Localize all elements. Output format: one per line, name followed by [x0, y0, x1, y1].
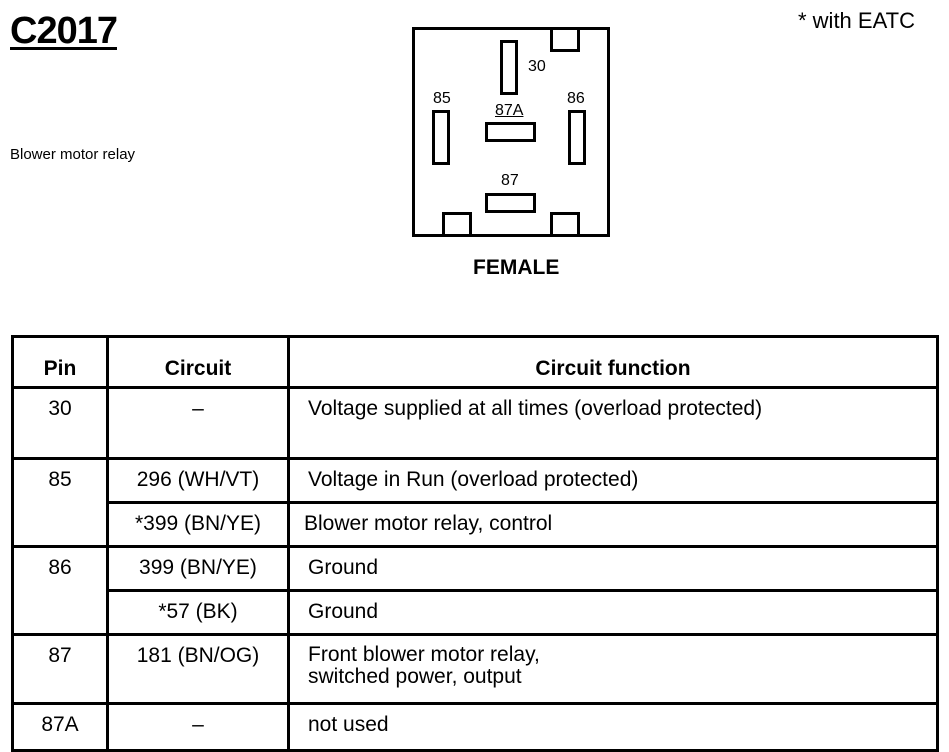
table-row: 30 – Voltage supplied at all times (over… [11, 386, 939, 460]
function-cell: Voltage in Run (overload protected) [287, 457, 939, 504]
circuit-cell: 296 (WH/VT) [106, 457, 290, 504]
connector-gender-label: FEMALE [473, 256, 560, 279]
connector-key-bottom-right [550, 212, 580, 237]
connector-key-top [550, 27, 580, 52]
table-row: *57 (BK) Ground [13, 589, 939, 636]
table-row: *399 (BN/YE) Blower motor relay, control [13, 501, 939, 548]
circuit-cell: – [106, 702, 290, 752]
circuit-cell: – [106, 386, 290, 460]
pin-cell: 85 [11, 457, 109, 547]
circuit-cell: *57 (BK) [106, 589, 290, 636]
terminal-85 [432, 110, 450, 165]
connector-description: Blower motor relay [10, 146, 136, 163]
function-cell: Ground [287, 589, 939, 636]
footnote: * with EATC [798, 8, 915, 33]
header-circuit: Circuit [106, 335, 290, 389]
table-row: 87 181 (BN/OG) Front blower motor relay,… [11, 633, 939, 705]
terminal-87a [485, 122, 536, 142]
table-row: 86 399 (BN/YE) Ground [11, 545, 939, 636]
terminal-label-30: 30 [528, 58, 546, 75]
pin-cell: 87 [11, 633, 109, 705]
circuit-cell: 181 (BN/OG) [106, 633, 290, 705]
pin-table: Pin Circuit Circuit function 30 – Voltag… [11, 335, 939, 752]
circuit-cell: 399 (BN/YE) [106, 545, 290, 592]
terminal-87 [485, 193, 536, 213]
connector-id-title: C2017 [10, 10, 118, 52]
table-row: 85 296 (WH/VT) Voltage in Run (overload … [11, 457, 939, 547]
terminal-label-86: 86 [567, 90, 585, 107]
function-cell: Voltage supplied at all times (overload … [287, 386, 939, 460]
terminal-30 [500, 40, 518, 95]
function-line-2: switched power, output [308, 665, 522, 688]
terminal-86 [568, 110, 586, 165]
function-cell: Blower motor relay, control [287, 501, 939, 548]
pin-cell: 86 [11, 545, 109, 636]
table-row: 87A – not used [11, 702, 939, 752]
pin-cell: 30 [11, 386, 109, 460]
terminal-label-85: 85 [433, 90, 451, 107]
pin-cell: 87A [11, 702, 109, 752]
circuit-cell: *399 (BN/YE) [106, 501, 290, 548]
function-cell: Front blower motor relay, switched power… [287, 633, 939, 705]
table-header-row: Pin Circuit Circuit function [11, 335, 939, 389]
header-circuit-function: Circuit function [287, 335, 939, 389]
function-cell: not used [287, 702, 939, 752]
connector-key-bottom-left [442, 212, 472, 237]
terminal-label-87a: 87A [495, 102, 524, 119]
terminal-label-87: 87 [501, 172, 519, 189]
function-line-1: Front blower motor relay, [308, 643, 540, 666]
function-cell: Ground [287, 545, 939, 592]
header-pin: Pin [11, 335, 109, 389]
